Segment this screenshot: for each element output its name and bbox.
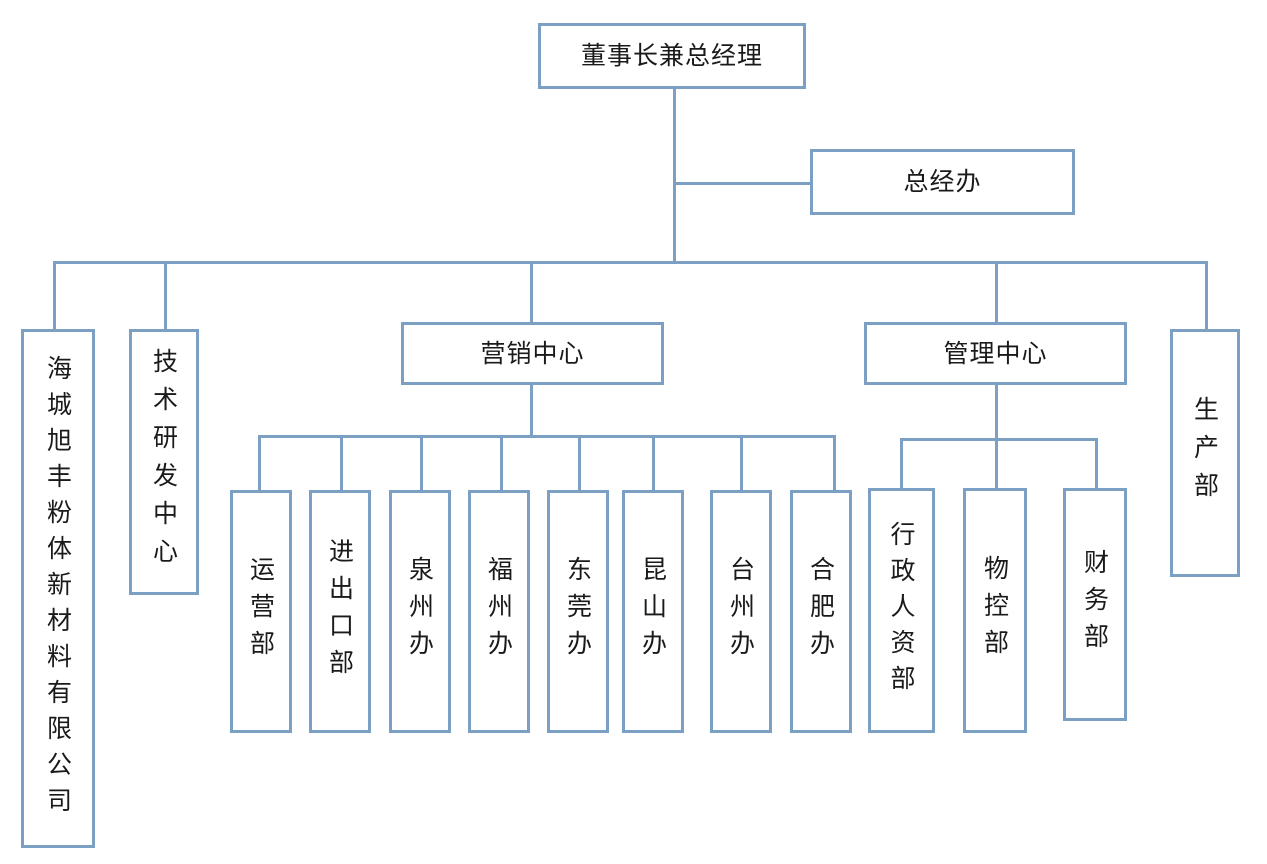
node-management-child-3-label: 财务部	[1080, 549, 1110, 660]
connector-drop-marketing	[530, 261, 533, 322]
connector-drop-marketing-7	[740, 435, 743, 490]
node-marketing-child-2-label: 进出口部	[325, 537, 355, 686]
connector-drop-marketing-2	[340, 435, 343, 490]
connector-management-trunk	[995, 385, 998, 441]
node-gm-office[interactable]: 总经办	[810, 149, 1075, 215]
connector-drop-rnd	[164, 261, 167, 329]
connector-drop-marketing-1	[258, 435, 261, 490]
node-marketing-child-5[interactable]: 东莞办	[547, 490, 609, 733]
connector-marketing-bus	[258, 435, 836, 438]
node-rnd-center-label: 技术研发中心	[149, 348, 179, 576]
connector-drop-management-2	[995, 438, 998, 488]
node-marketing-child-7-label: 台州办	[726, 556, 756, 667]
node-chairman[interactable]: 董事长兼总经理	[538, 23, 806, 89]
connector-drop-marketing-4	[500, 435, 503, 490]
connector-drop-management-3	[1095, 438, 1098, 488]
node-rnd-center[interactable]: 技术研发中心	[129, 329, 199, 595]
node-production-dept-label: 生产部	[1190, 396, 1220, 510]
node-marketing-child-8[interactable]: 合肥办	[790, 490, 852, 733]
node-marketing-center-label: 营销中心	[480, 338, 585, 368]
node-marketing-child-4-label: 福州办	[484, 556, 514, 667]
node-marketing-child-6-label: 昆山办	[638, 556, 668, 667]
node-marketing-child-2[interactable]: 进出口部	[309, 490, 371, 733]
node-management-child-2[interactable]: 物控部	[963, 488, 1027, 733]
connector-drop-company	[53, 261, 56, 329]
node-marketing-child-3[interactable]: 泉州办	[389, 490, 451, 733]
connector-drop-marketing-6	[652, 435, 655, 490]
node-production-dept[interactable]: 生产部	[1170, 329, 1240, 577]
connector-drop-marketing-5	[578, 435, 581, 490]
connector-chairman-trunk	[673, 89, 676, 263]
connector-marketing-trunk	[530, 385, 533, 438]
node-marketing-child-1[interactable]: 运营部	[230, 490, 292, 733]
node-company[interactable]: 海城旭丰粉体新材料有限公司	[21, 329, 95, 848]
node-gm-office-label: 总经办	[903, 167, 982, 197]
connector-drop-marketing-8	[833, 435, 836, 490]
connector-drop-marketing-3	[420, 435, 423, 490]
connector-main-bus	[53, 261, 1208, 264]
node-marketing-child-1-label: 运营部	[246, 556, 276, 667]
connector-gm-office-branch	[673, 182, 811, 185]
node-management-child-3[interactable]: 财务部	[1063, 488, 1127, 721]
node-marketing-center[interactable]: 营销中心	[401, 322, 664, 385]
node-marketing-child-4[interactable]: 福州办	[468, 490, 530, 733]
node-management-child-2-label: 物控部	[980, 555, 1010, 666]
node-marketing-child-8-label: 合肥办	[806, 556, 836, 667]
connector-drop-management	[995, 261, 998, 322]
node-marketing-child-7[interactable]: 台州办	[710, 490, 772, 733]
node-marketing-child-6[interactable]: 昆山办	[622, 490, 684, 733]
node-management-center[interactable]: 管理中心	[864, 322, 1127, 385]
node-company-label: 海城旭丰粉体新材料有限公司	[43, 354, 73, 823]
node-management-child-1[interactable]: 行政人资部	[868, 488, 935, 733]
connector-drop-management-1	[900, 438, 903, 488]
connector-drop-production	[1205, 261, 1208, 329]
node-chairman-label: 董事长兼总经理	[580, 41, 763, 71]
node-marketing-child-3-label: 泉州办	[405, 556, 435, 667]
node-marketing-child-5-label: 东莞办	[563, 556, 593, 667]
node-management-child-1-label: 行政人资部	[887, 520, 916, 701]
node-management-center-label: 管理中心	[943, 338, 1048, 368]
connector-management-bus	[900, 438, 1098, 441]
